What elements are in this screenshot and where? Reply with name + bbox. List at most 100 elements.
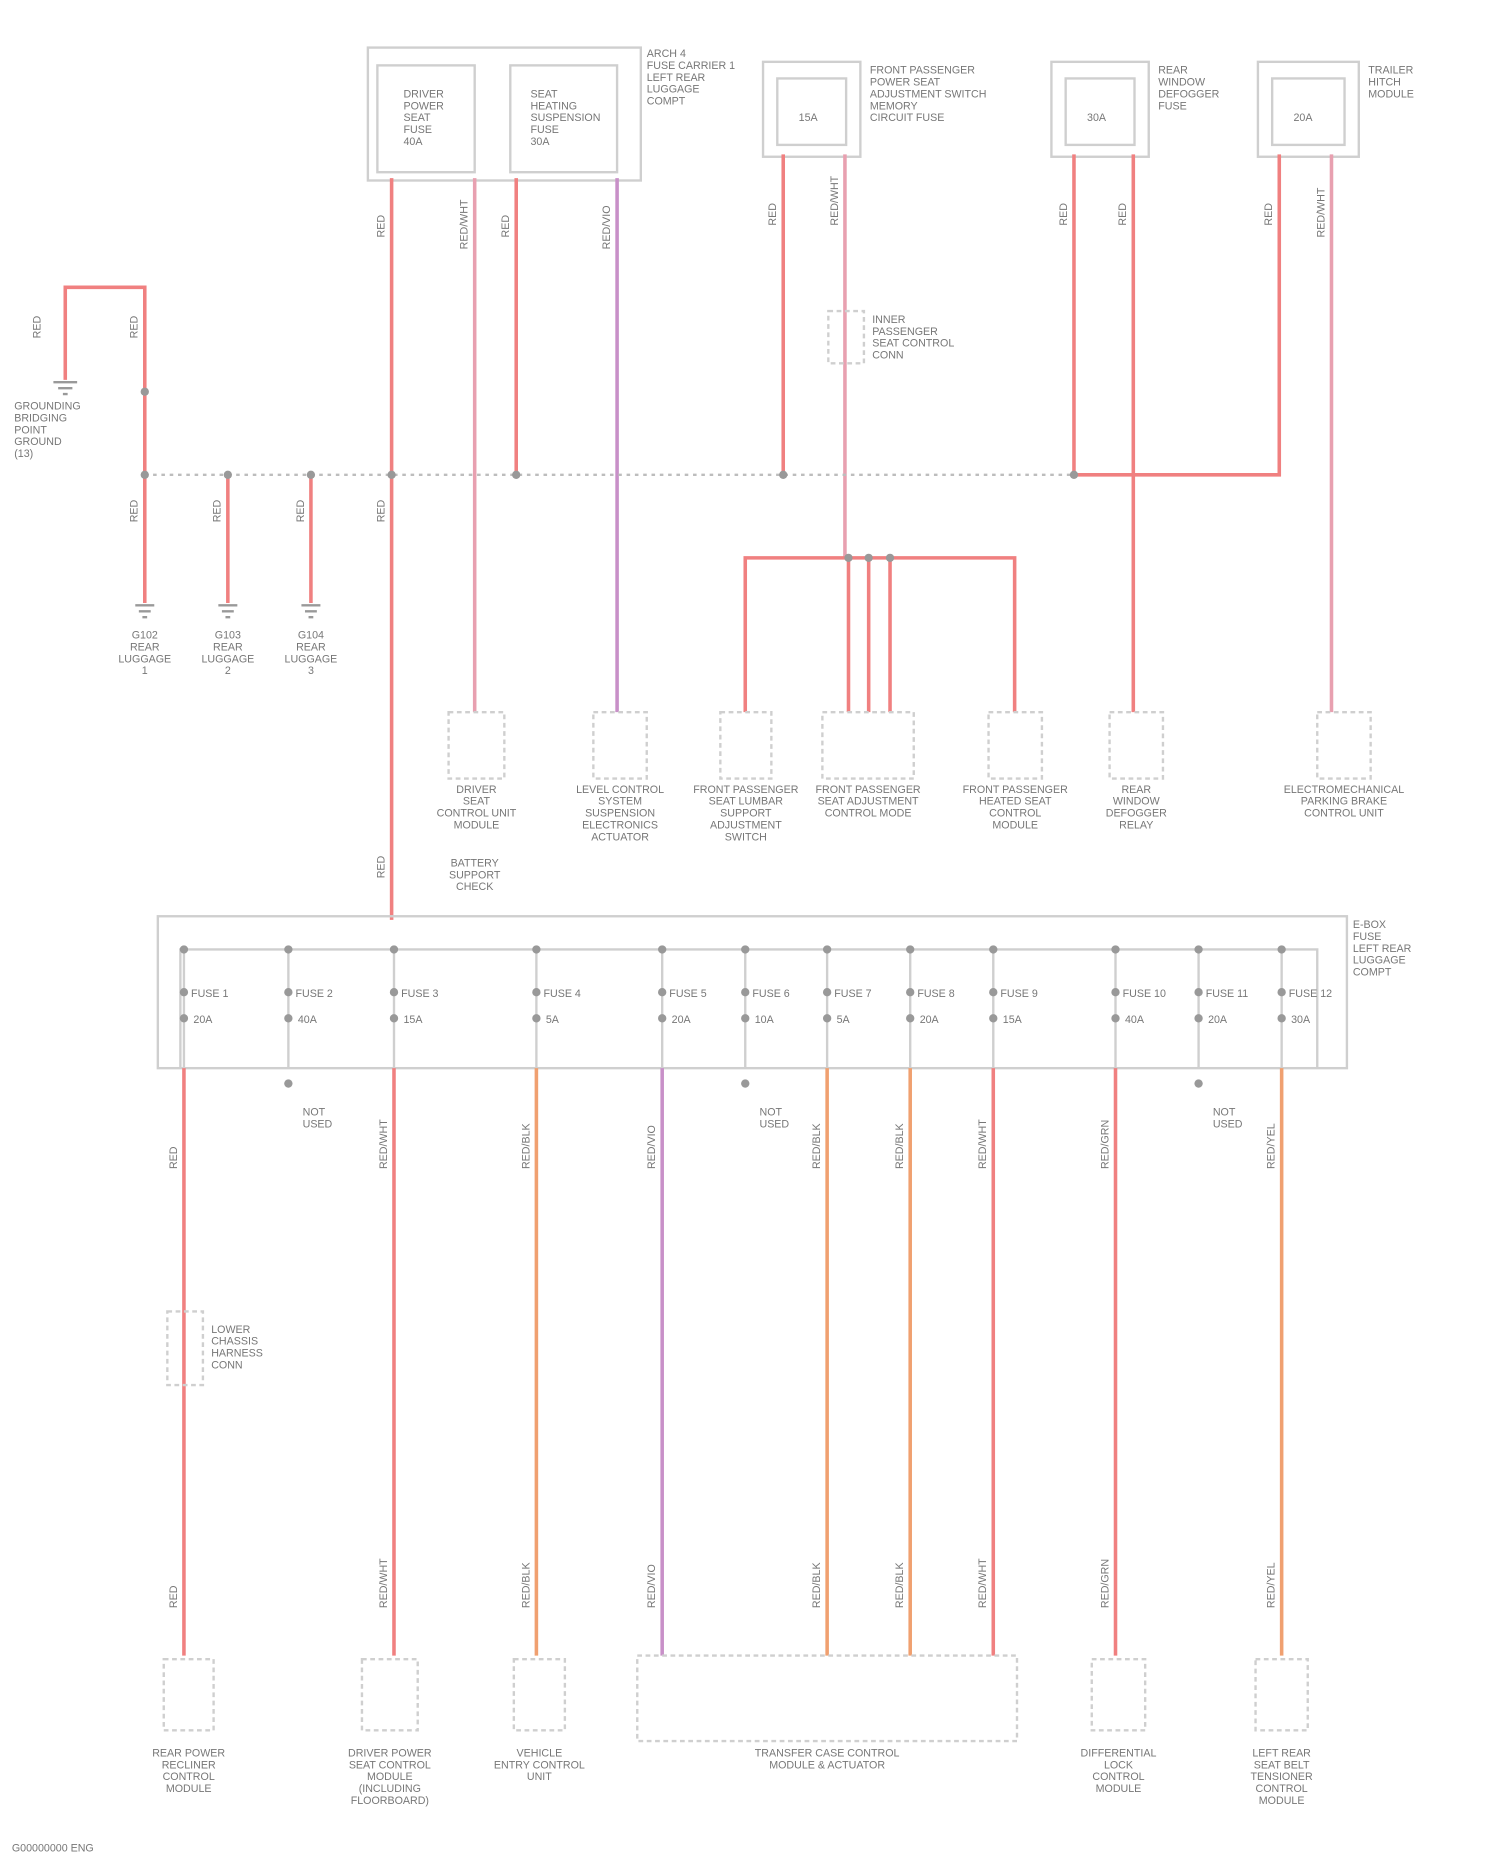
ground-icon [218,605,237,617]
splice-dot [865,554,873,562]
label-line: MEMORY [870,100,918,112]
fuse-terminal [180,988,188,996]
fuse-rating: 10A [755,1014,775,1026]
fuse-terminal [180,1014,188,1022]
label-line: FUSE [403,124,431,136]
wire-color-label: RED [1263,203,1275,226]
fuse-name: FUSE 12 [1289,988,1332,1000]
label-line: SEAT LUMBAR [709,796,784,808]
wire-color-label: RED/GRN [1099,1559,1111,1608]
splice-dot [387,471,395,479]
label-line: DEFOGGER [1106,808,1167,820]
fuse-rating: 20A [193,1014,213,1026]
wire-color-label: RED/WHT [977,1558,989,1608]
splice-dot [989,945,997,953]
label-line: SEAT ADJUSTMENT [818,796,919,808]
splice-dot [307,471,315,479]
splice-dot [1194,945,1202,953]
fuse-terminal [658,1014,666,1022]
label-line: INNER [872,314,905,326]
label-line: PARKING BRAKE [1301,796,1387,808]
label-line: LOWER [211,1324,250,1336]
splice-dot [906,945,914,953]
splice-dot [284,1079,292,1087]
fuse-name: FUSE 4 [544,988,581,1000]
fuse-terminal [906,1014,914,1022]
wire-color-label: RED/YEL [1266,1123,1278,1169]
fuse-panel-label: E-BOXFUSELEFT REARLUGGAGECOMPT [1353,919,1412,978]
wire-color-label: RED [168,1146,180,1169]
not-used-label: NOTUSED [1213,1107,1243,1131]
splice-dot [1070,471,1078,479]
wire-color-label: RED [1117,203,1129,226]
wire-color-label: RED/WHT [459,199,471,249]
label-line: MODULE [166,1783,212,1795]
fuse-terminal [989,988,997,996]
fuse-rating: 30A [1087,112,1107,124]
wire-color-label: RED/BLK [811,1123,823,1169]
component-box [989,712,1042,778]
label-line: SUSPENSION [585,808,655,820]
fuse-terminal [823,988,831,996]
label-line: 1 [142,665,148,677]
fuse-rating: 15A [1003,1014,1023,1026]
label-line: BATTERY [451,857,499,869]
label-line: SYSTEM [598,796,642,808]
label-line: MODULE [992,819,1038,831]
label-line: CONTROL UNIT [437,808,517,820]
label-line: CIRCUIT FUSE [870,112,945,124]
component-box [1256,1659,1308,1730]
fuse-rating: 40A [298,1014,318,1026]
label-line: LEFT REAR [1252,1747,1311,1759]
label-line: ADJUSTMENT SWITCH [870,88,987,100]
fuse-terminal [823,1014,831,1022]
label-line: 40A [403,136,423,148]
fuse-name: FUSE 10 [1123,988,1166,1000]
wire-color-label: RED [129,316,141,339]
wire-color-label: RED/YEL [1266,1562,1278,1608]
splice-dot [1277,945,1285,953]
footer-code: G00000000 ENG [12,1842,94,1854]
splice-dot [532,945,540,953]
fuse-rating: 5A [837,1014,851,1026]
label-line: CHECK [456,881,493,893]
label-line: WINDOW [1113,796,1161,808]
component-box [637,1656,1017,1741]
wire-color-label: RED/BLK [894,1562,906,1608]
component-box [514,1659,565,1730]
label-line: DIFFERENTIAL [1081,1747,1157,1759]
component-label: LEVEL CONTROLSYSTEMSUSPENSIONELECTRONICS… [576,784,664,843]
label-line: CONTROL [1092,1771,1144,1783]
splice-dot [180,945,188,953]
splice-dot [141,388,149,396]
label-line: SEAT [403,112,431,124]
ground-icon [53,382,77,394]
label-line: LUGGAGE [647,84,700,96]
splice-dot [658,945,666,953]
label-line: LOCK [1104,1759,1133,1771]
wire-color-label: RED [375,215,387,238]
label-line: FRONT PASSENGER [693,784,798,796]
label-line: FUSE CARRIER 1 [647,60,735,72]
relay-label: FRONT PASSENGERPOWER SEATADJUSTMENT SWIT… [870,65,987,124]
label-line: ACTUATOR [591,831,649,843]
splice-dot [823,945,831,953]
component-label: ELECTROMECHANICALPARKING BRAKECONTROL UN… [1284,784,1404,820]
fuse-terminal [532,1014,540,1022]
label-line: DRIVER [403,88,444,100]
label-line: G104 [298,630,324,642]
label-line: CONN [872,350,903,362]
label-line: FRONT PASSENGER [963,784,1068,796]
wire-color-label: RED/WHT [829,175,841,225]
fuse-rating: 15A [403,1014,423,1026]
fuse-terminal [1111,1014,1119,1022]
label-line: LUGGAGE [1353,955,1406,967]
splice-dot [844,554,852,562]
